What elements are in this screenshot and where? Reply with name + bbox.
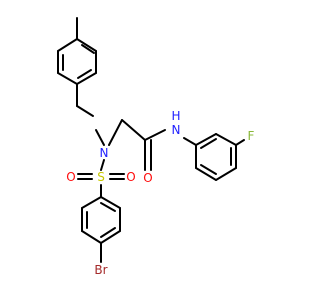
bond (183, 137, 197, 146)
oxygen-label: O (66, 170, 75, 184)
bond (76, 72, 97, 85)
bond (100, 159, 105, 171)
bond (235, 139, 245, 146)
bond (195, 167, 217, 181)
bond (77, 69, 92, 79)
bond (121, 119, 146, 141)
bond (95, 129, 105, 146)
oxygen-label: O (126, 170, 135, 184)
nitrogen-label: N (172, 123, 181, 137)
bond (215, 133, 237, 146)
bond (76, 38, 97, 52)
hydrogen-label: H (171, 109, 180, 123)
bond (81, 196, 102, 209)
bond (76, 105, 94, 117)
oxygen-label: O (143, 171, 152, 185)
bond (81, 230, 102, 244)
bond (100, 227, 116, 238)
bond (81, 44, 95, 54)
bond (100, 196, 121, 209)
bond (200, 164, 217, 175)
sulfur-label: S (97, 170, 105, 184)
bonds (57, 17, 245, 263)
bond (57, 38, 78, 52)
bond (195, 133, 217, 146)
atom-labels: N N H S O O O F Br (66, 109, 254, 277)
bond (215, 167, 237, 181)
bond (200, 138, 217, 149)
bond (144, 129, 166, 141)
bond (108, 119, 123, 146)
bond (100, 230, 121, 244)
bromine-label: Br (94, 263, 107, 277)
bond (57, 72, 78, 85)
nitrogen-label: N (100, 146, 109, 160)
bond (100, 202, 116, 212)
fluorine-label: F (248, 129, 255, 143)
structure-diagram: N N H S O O O F Br (57, 17, 255, 277)
